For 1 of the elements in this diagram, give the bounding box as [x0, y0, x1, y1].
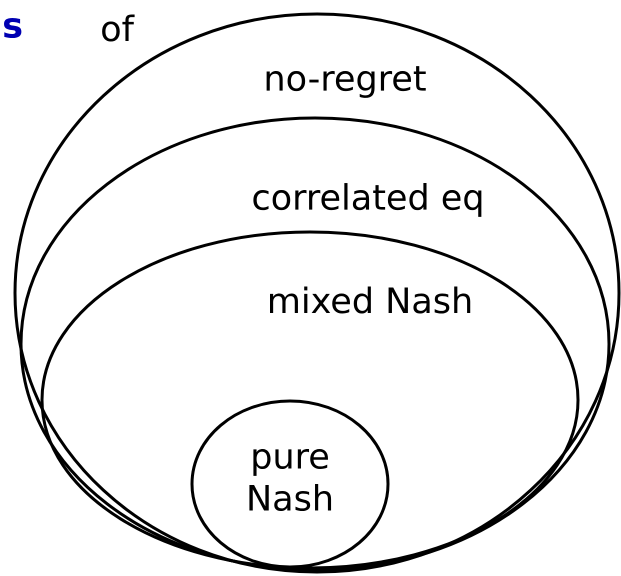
- heading-fragment: of: [102, 14, 135, 42]
